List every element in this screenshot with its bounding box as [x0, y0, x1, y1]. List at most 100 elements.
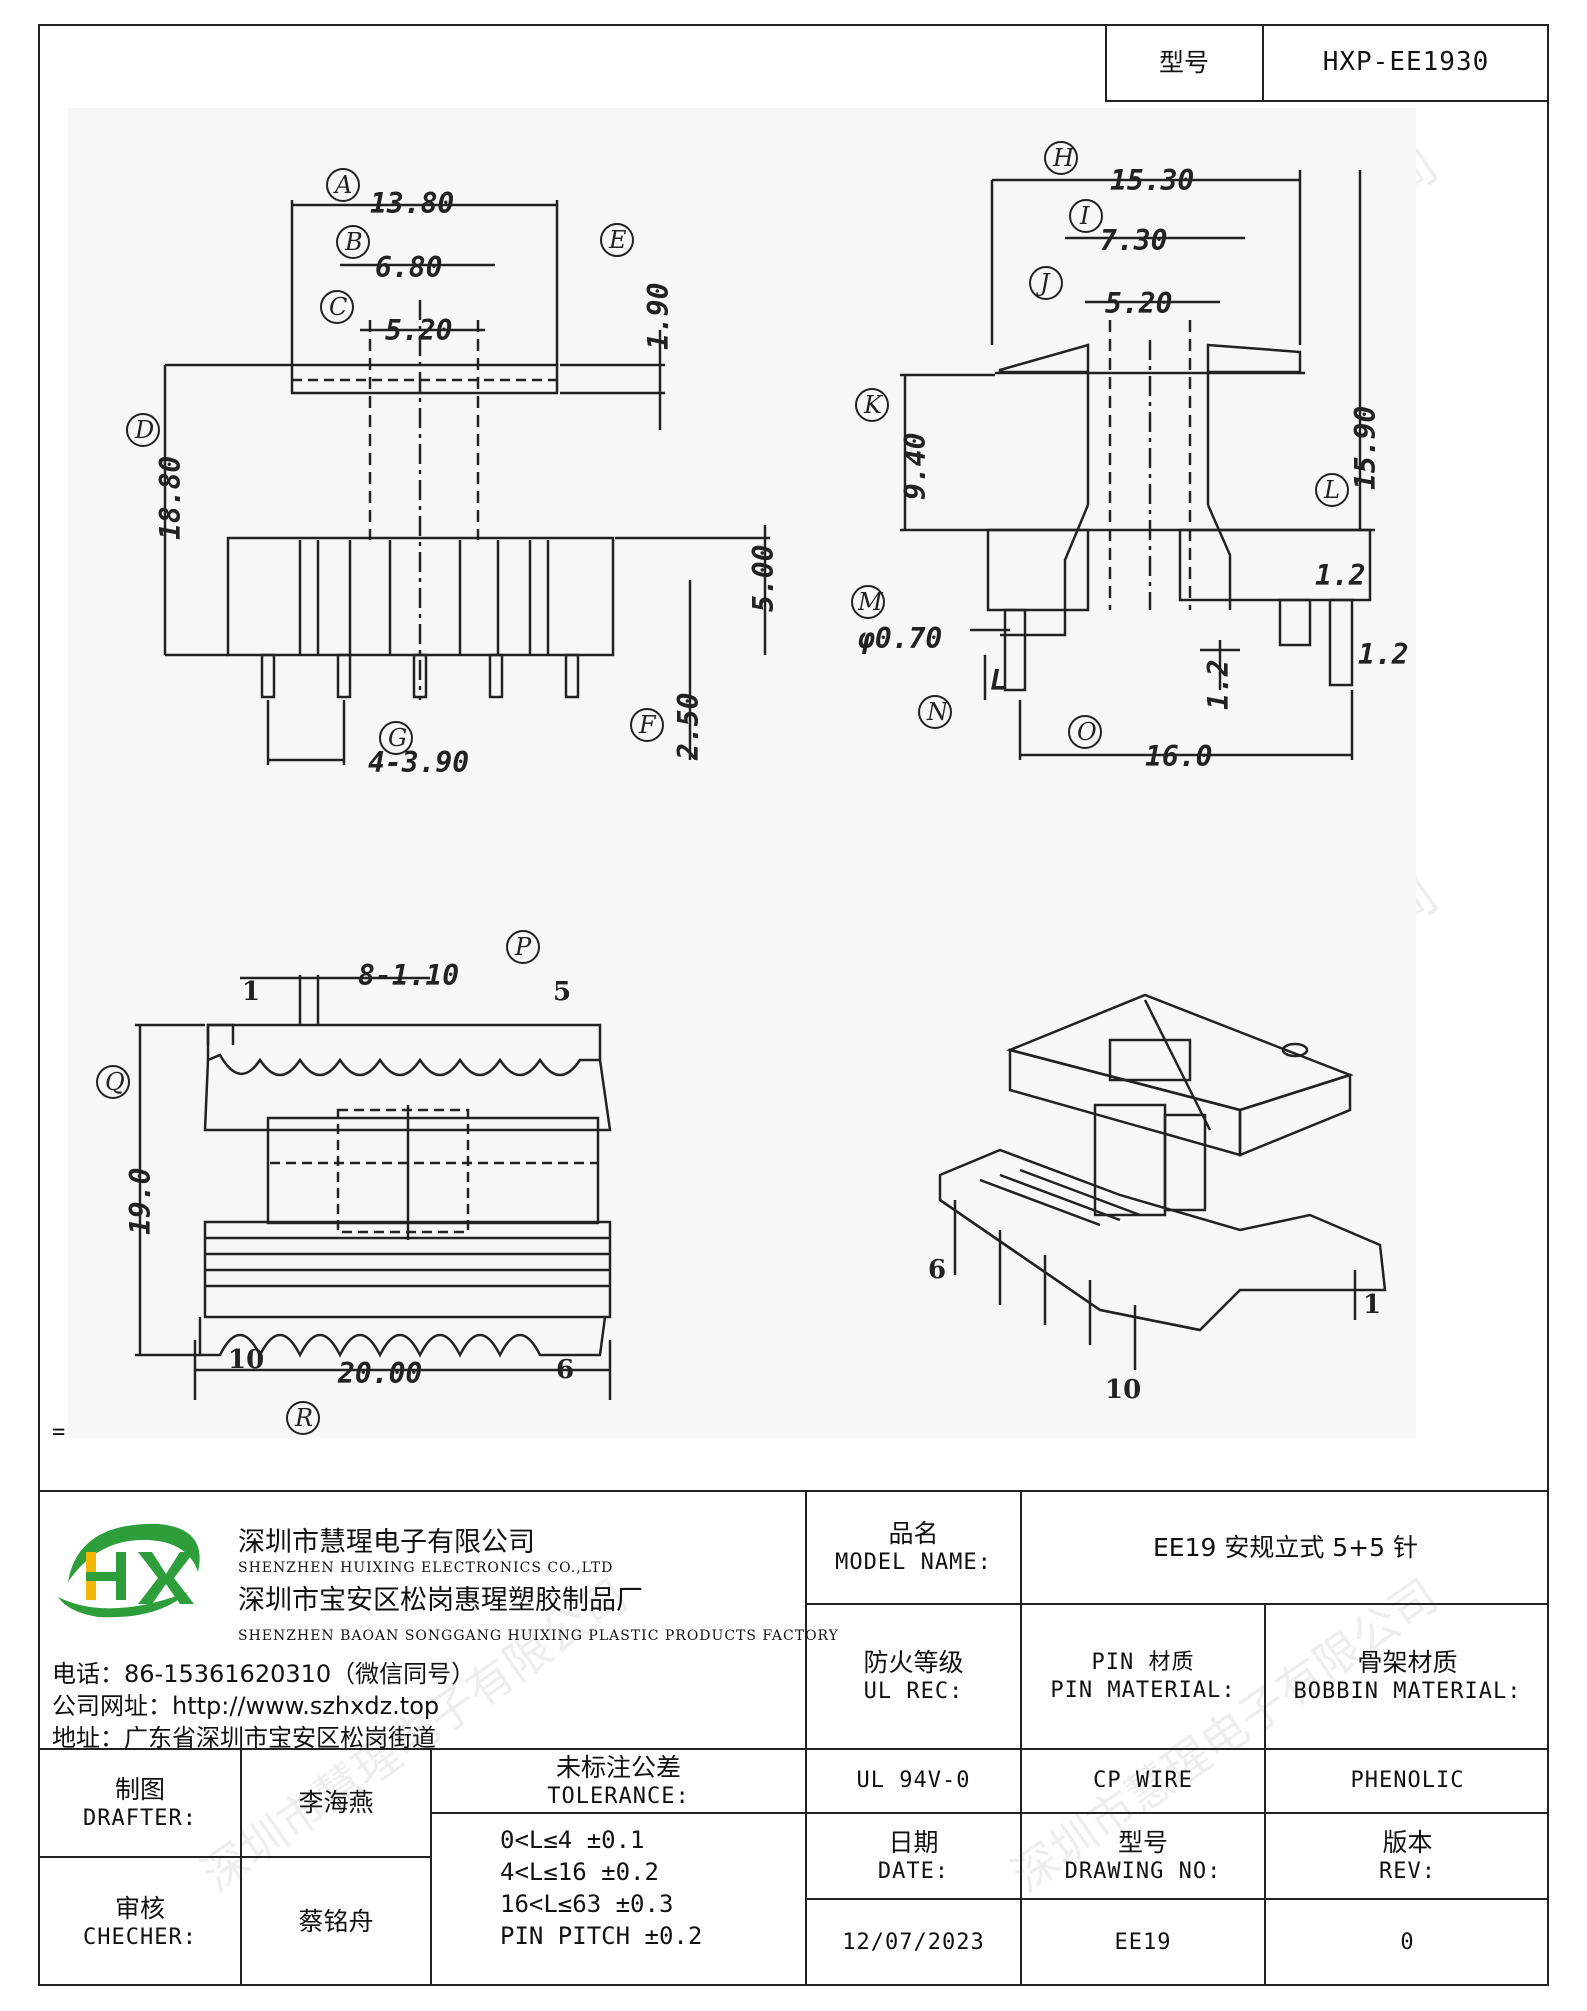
- tolerance-line: PIN PITCH ±0.2: [500, 1922, 703, 1950]
- bobbin-material-value: PHENOLIC: [1350, 1768, 1465, 1794]
- checker-name: 蔡铭舟: [298, 1907, 374, 1937]
- dim-I: 7.30: [1100, 224, 1167, 257]
- drafter-name: 李海燕: [298, 1788, 374, 1818]
- factory-name-cn: 深圳市宝安区松岗惠瑆塑胶制品厂: [238, 1585, 643, 1616]
- label-B: B: [344, 228, 363, 256]
- label-H: H: [1052, 144, 1075, 172]
- model-name-label-cn: 品名: [888, 1519, 939, 1549]
- dim-M: φ0.70: [857, 622, 942, 655]
- header-model-label: 型号: [1158, 47, 1209, 77]
- checker-label: 审核 CHECHER:: [40, 1858, 240, 1986]
- bottom-pin-1: 1: [242, 977, 260, 1007]
- label-Q: Q: [105, 1068, 125, 1096]
- dim-C: 5.20: [385, 314, 452, 347]
- label-I: I: [1079, 202, 1090, 230]
- model-name-value: EE19 安规立式 5+5 针: [1152, 1532, 1418, 1562]
- pin-material-value: CP WIRE: [1093, 1768, 1193, 1794]
- iso-pin-10: 10: [1105, 1375, 1141, 1405]
- model-name-label-en: MODEL NAME:: [835, 1550, 992, 1576]
- header-model-value: HXP-EE1930: [1322, 47, 1490, 78]
- rev-value: 0: [1400, 1930, 1415, 1956]
- dim-B: 6.80: [375, 251, 442, 284]
- checker-label-en: CHECHER:: [83, 1924, 197, 1950]
- ul-label-cn: 防火等级: [863, 1648, 964, 1678]
- dim-12c: 1.2: [1315, 559, 1366, 592]
- dim-E: 1.90: [642, 283, 675, 350]
- rev-label: 版本 REV:: [1266, 1814, 1549, 1898]
- drawing-no-label-cn: 型号: [1117, 1827, 1168, 1857]
- label-R: R: [294, 1404, 313, 1432]
- pin-material-cn: PIN 材质: [1091, 1650, 1195, 1675]
- company-logo-icon: [58, 1523, 200, 1618]
- factory-name-en: SHENZHEN BAOAN SONGGANG HUIXING PLASTIC …: [238, 1628, 839, 1644]
- tolerance-line: 16<L≤63 ±0.3: [500, 1890, 674, 1918]
- date-label-en: DATE:: [877, 1858, 950, 1884]
- label-O: O: [1077, 718, 1097, 746]
- date-label-cn: 日期: [888, 1827, 939, 1857]
- bobbin-material-cn: 骨架材质: [1357, 1648, 1458, 1678]
- company-phone: 电话：86-15361620310（微信同号）: [52, 1660, 476, 1688]
- bottom-pin-5: 5: [553, 977, 571, 1007]
- dim-12a: 1.2: [1202, 659, 1235, 710]
- drafter-label: 制图 DRAFTER:: [40, 1750, 240, 1856]
- bottom-pin-10: 10: [228, 1345, 264, 1375]
- label-G: G: [388, 724, 407, 752]
- tolerance-label-cn: 未标注公差: [555, 1752, 681, 1782]
- drafter-label-cn: 制图: [114, 1774, 165, 1804]
- company-name-en: SHENZHEN HUIXING ELECTRONICS CO.,LTD: [238, 1560, 614, 1576]
- label-N: N: [926, 698, 949, 726]
- date-label: 日期 DATE:: [807, 1814, 1020, 1898]
- checker-label-cn: 审核: [114, 1893, 165, 1923]
- tolerance-line: 4<L≤16 ±0.2: [500, 1858, 659, 1886]
- drawing-no-label: 型号 DRAWING NO:: [1022, 1814, 1264, 1898]
- dim-side: 15.90: [1349, 406, 1382, 490]
- label-P: P: [514, 933, 532, 961]
- rev-label-en: REV:: [1379, 1858, 1436, 1884]
- label-C: C: [329, 293, 347, 321]
- dim-D: 18.80: [154, 456, 187, 540]
- dim-A: 13.80: [370, 187, 454, 220]
- ul-label: 防火等级 UL REC:: [807, 1605, 1020, 1748]
- dim-12b: 1.2: [1358, 638, 1409, 671]
- dim-P: 8-1.10: [358, 959, 459, 992]
- dim-F: 2.50: [672, 693, 705, 761]
- label-A: A: [333, 171, 352, 199]
- bobbin-material-en: BOBBIN MATERIAL:: [1293, 1679, 1522, 1705]
- bottom-pin-6: 6: [556, 1355, 574, 1385]
- company-website[interactable]: 公司网址：http://www.szhxdz.top: [52, 1692, 440, 1720]
- stray-mark: =: [52, 1420, 66, 1445]
- label-F: F: [638, 711, 657, 739]
- bobbin-material-label: 骨架材质 BOBBIN MATERIAL:: [1266, 1605, 1549, 1748]
- label-E: E: [608, 226, 627, 254]
- label-L: L: [1323, 476, 1340, 504]
- drafter-label-en: DRAFTER:: [83, 1805, 197, 1831]
- pin-material-label: PIN 材质 PIN MATERIAL:: [1022, 1605, 1264, 1748]
- dim-O: 16.0: [1145, 740, 1212, 773]
- technical-drawing: 13.80 6.80 5.20 18.80 1.90 5.00 2.50 4-3…: [68, 108, 1416, 1438]
- dim-R: 20.00: [337, 1357, 422, 1390]
- dim-H: 15.30: [1110, 164, 1194, 197]
- tolerance-line: 0<L≤4 ±0.1: [500, 1826, 645, 1854]
- drawing-no-value: EE19: [1114, 1930, 1172, 1956]
- drawing-no-label-en: DRAWING NO:: [1064, 1858, 1222, 1884]
- iso-pin-1: 1: [1363, 1290, 1381, 1320]
- dim-pitch: 4-3.90: [368, 746, 469, 779]
- iso-pin-6: 6: [928, 1255, 946, 1285]
- dim-N: L: [990, 664, 1007, 697]
- dim-J: 5.20: [1105, 287, 1172, 320]
- circled-labels: A B C D E F G H I J K L M N O P Q R: [105, 144, 1340, 1432]
- tolerance-label-en: TOLERANCE:: [547, 1783, 690, 1809]
- company-address: 地址：广东省深圳市宝安区松岗街道: [52, 1724, 436, 1752]
- dim-K: 9.40: [899, 433, 932, 500]
- pin-material-en: PIN MATERIAL:: [1050, 1677, 1236, 1703]
- dim-body: 5.00: [747, 545, 780, 612]
- model-name-label: 品名 MODEL NAME:: [807, 1492, 1020, 1603]
- dim-Q: 19.0: [124, 1168, 157, 1235]
- ul-value: UL 94V-0: [856, 1768, 971, 1794]
- label-D: D: [134, 416, 154, 444]
- label-K: K: [863, 391, 884, 419]
- ul-label-en: UL REC:: [863, 1679, 964, 1705]
- tolerance-label: 未标注公差 TOLERANCE:: [432, 1750, 805, 1812]
- drawing-frame: [38, 24, 1549, 1986]
- company-name-cn: 深圳市慧瑆电子有限公司: [238, 1527, 535, 1558]
